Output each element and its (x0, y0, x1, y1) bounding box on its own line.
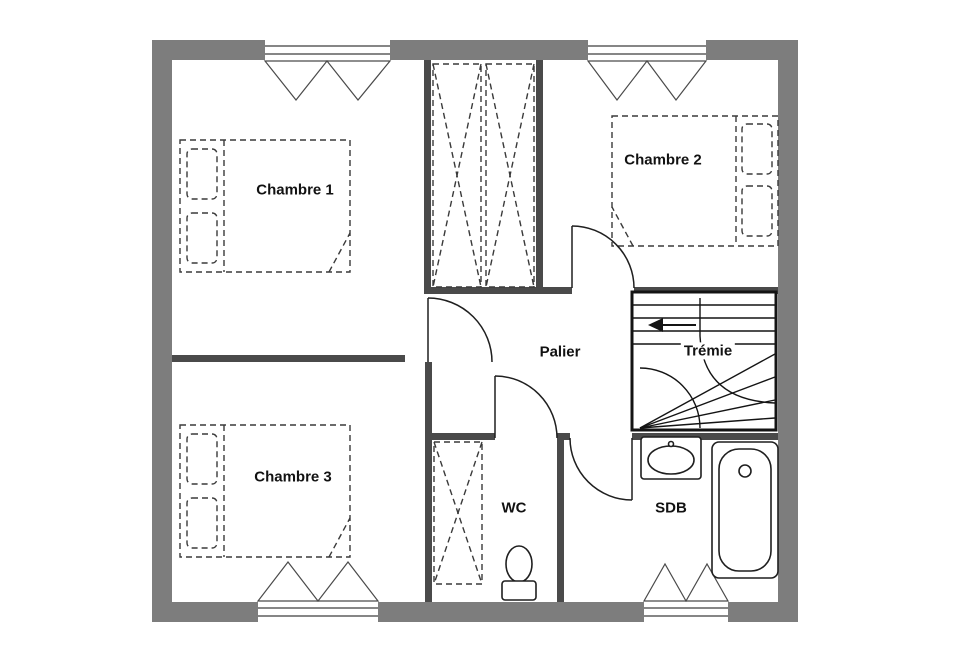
room-label-wc: WC (498, 499, 530, 517)
toilet (501, 545, 537, 601)
room-label-chambre3: Chambre 3 (251, 468, 335, 486)
stair-direction-arrow (648, 318, 696, 332)
doors (427, 225, 635, 501)
bathtub (711, 441, 779, 579)
room-label-sdb: SDB (652, 499, 690, 517)
door-chambre2 (571, 225, 635, 289)
sink (640, 436, 702, 480)
room-label-tremie: Trémie (680, 342, 736, 360)
bed-chambre3 (179, 424, 351, 558)
bed-chambre2 (611, 115, 779, 247)
window-bottom-right (642, 562, 730, 622)
room-label-chambre1: Chambre 1 (253, 181, 337, 199)
door-palier-corridor (427, 297, 493, 363)
staircase (630, 290, 778, 432)
room-label-chambre2: Chambre 2 (621, 151, 705, 169)
bed-chambre1 (179, 139, 351, 273)
door-sdb (569, 437, 633, 501)
window-top-left (263, 40, 392, 101)
window-top-right (586, 40, 708, 101)
wardrobe-top (432, 63, 535, 288)
window-bottom-left (256, 561, 380, 622)
door-wc (494, 375, 558, 439)
wardrobe-wc (433, 441, 483, 585)
room-label-palier: Palier (536, 343, 584, 361)
